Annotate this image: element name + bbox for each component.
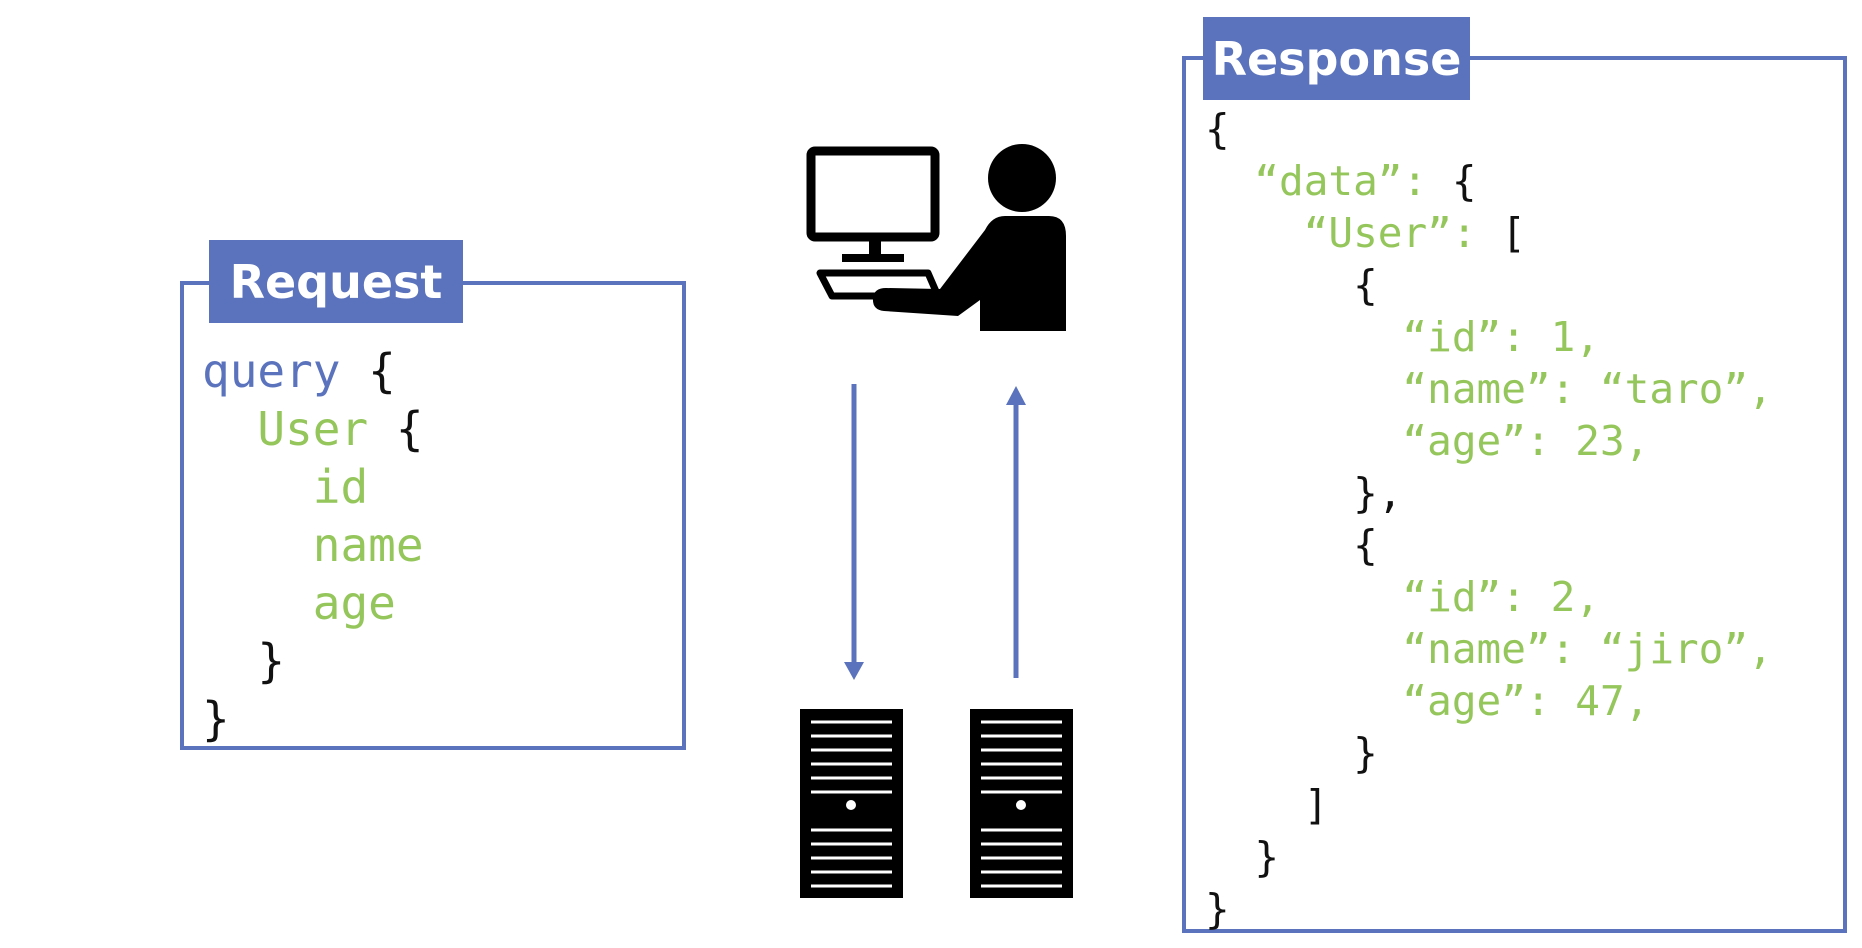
code-token: {	[1205, 105, 1230, 153]
code-token: “User”:	[1205, 209, 1502, 257]
response-title-tab: Response	[1203, 17, 1470, 100]
code-token: [	[1501, 209, 1526, 257]
request-title-tab: Request	[209, 240, 463, 323]
code-token: {	[340, 344, 396, 398]
code-token: id	[202, 460, 369, 514]
response-arrow	[1006, 386, 1026, 678]
response-code-line: “User”: [	[1205, 207, 1773, 259]
response-code-line: {	[1205, 259, 1773, 311]
request-code-line: name	[202, 516, 424, 574]
request-panel	[180, 281, 686, 750]
code-token: query	[202, 344, 341, 398]
response-code-line: }	[1205, 727, 1773, 779]
response-code-line: ]	[1205, 779, 1773, 831]
response-code-line: “name”: “jiro”,	[1205, 623, 1773, 675]
code-token: “data”:	[1205, 157, 1452, 205]
response-code-line: {	[1205, 103, 1773, 155]
code-token: }	[1205, 885, 1230, 933]
response-code-line: },	[1205, 467, 1773, 519]
code-token: {	[1451, 157, 1477, 205]
response-code-line: “age”: 23,	[1205, 415, 1773, 467]
request-code-line: User {	[202, 400, 424, 458]
response-title: Response	[1211, 31, 1462, 86]
request-code-line: age	[202, 574, 424, 632]
request-code: query { User { id name age }}	[202, 342, 424, 748]
user-at-computer-icon	[806, 144, 1066, 331]
request-title: Request	[229, 254, 443, 309]
request-code-line: }	[202, 690, 424, 748]
response-code-line: “data”: {	[1205, 155, 1773, 207]
response-code: { “data”: { “User”: [ { “id”: 1, “name”:…	[1205, 103, 1773, 935]
code-token: {	[1205, 261, 1378, 309]
code-token: {	[1205, 521, 1378, 569]
response-panel	[1182, 56, 1847, 933]
code-token: “id”: 1,	[1205, 313, 1600, 361]
response-code-line: “id”: 1,	[1205, 311, 1773, 363]
code-token: }	[202, 634, 286, 688]
request-code-line: query {	[202, 342, 424, 400]
code-token: “id”: 2,	[1205, 573, 1600, 621]
code-token: “age”: 23,	[1205, 417, 1650, 465]
request-code-line: id	[202, 458, 424, 516]
code-token: ]	[1205, 781, 1329, 829]
code-token: “age”: 47,	[1205, 677, 1650, 725]
code-token: }	[202, 692, 230, 746]
code-token: “name”: “taro”,	[1205, 365, 1773, 413]
response-code-line: “age”: 47,	[1205, 675, 1773, 727]
response-code-line: “id”: 2,	[1205, 571, 1773, 623]
server-tower-icon	[970, 709, 1073, 898]
code-token: },	[1205, 469, 1403, 517]
response-code-line: }	[1205, 883, 1773, 935]
code-token: }	[1205, 729, 1378, 777]
code-token: age	[202, 576, 396, 630]
code-token: {	[368, 402, 424, 456]
response-code-line: }	[1205, 831, 1773, 883]
response-code-line: {	[1205, 519, 1773, 571]
code-token: }	[1205, 833, 1280, 881]
server-tower-icon	[800, 709, 903, 898]
code-token: “name”: “jiro”,	[1205, 625, 1773, 673]
request-code-line: }	[202, 632, 424, 690]
code-token: User	[202, 402, 369, 456]
code-token: name	[202, 518, 424, 572]
request-arrow	[844, 384, 864, 680]
response-code-line: “name”: “taro”,	[1205, 363, 1773, 415]
